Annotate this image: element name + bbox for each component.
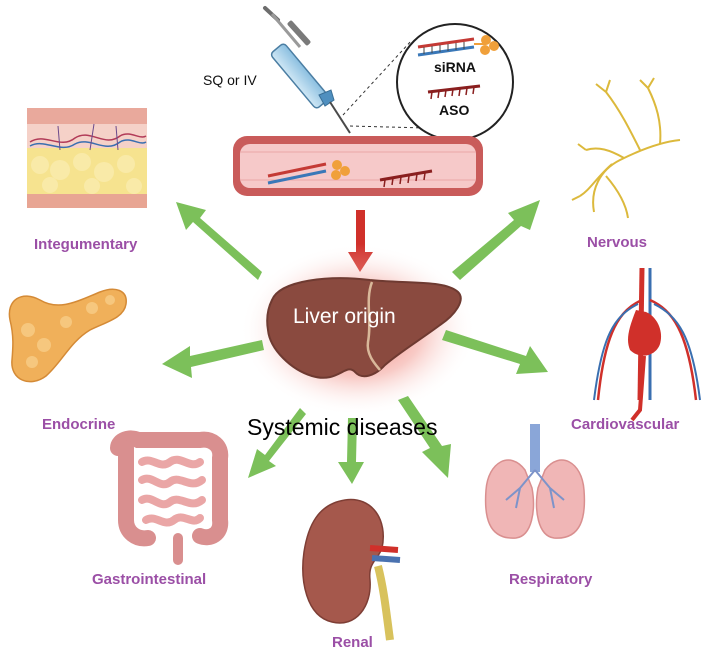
- label-renal: Renal: [332, 634, 373, 651]
- arrow-endocrine: [162, 340, 264, 378]
- sirna-icon: [417, 35, 499, 57]
- sirna-label: siRNA: [434, 59, 477, 75]
- cardiovascular-icon: [593, 267, 701, 422]
- label-cardiovascular: Cardiovascular: [571, 416, 680, 433]
- molecule-callout: [396, 23, 514, 141]
- blood-vessel-icon: [233, 136, 483, 196]
- liver-icon: [266, 277, 462, 379]
- pathway-arrows: [162, 200, 548, 484]
- callout-line: [342, 39, 413, 116]
- route-label: SQ or IV: [203, 72, 257, 88]
- label-respiratory: Respiratory: [509, 571, 593, 588]
- arrow-nervous: [452, 200, 540, 280]
- label-nervous: Nervous: [587, 234, 648, 251]
- aso-label: ASO: [439, 102, 470, 118]
- syringe-icon: [263, 6, 351, 134]
- arrow-respiratory: [398, 396, 451, 478]
- nerve-icon: [571, 77, 681, 219]
- systemic-diseases-label: Systemic diseases: [247, 414, 438, 440]
- label-integumentary: Integumentary: [34, 236, 138, 253]
- aso-icon: [427, 84, 481, 100]
- pancreas-icon: [8, 288, 127, 383]
- arrow-renal: [338, 418, 364, 484]
- skin-icon: [27, 108, 147, 208]
- label-endocrine: Endocrine: [42, 416, 116, 433]
- liver-origin-label: Liver origin: [293, 305, 396, 328]
- arrow-cardiovascular: [442, 330, 548, 374]
- kidney-icon: [302, 498, 401, 641]
- callout-line: [349, 125, 427, 129]
- arrow-integumentary: [176, 202, 262, 280]
- label-gastrointestinal: Gastrointestinal: [92, 571, 207, 588]
- arrow-gastrointestinal: [248, 408, 306, 478]
- intestines-icon: [110, 430, 229, 565]
- lungs-icon: [484, 424, 586, 539]
